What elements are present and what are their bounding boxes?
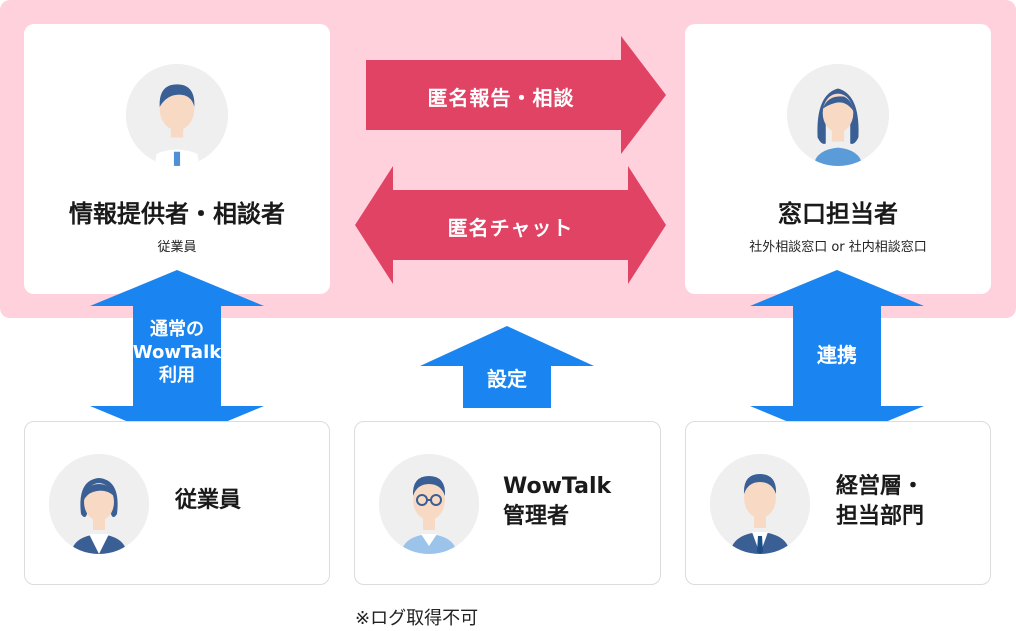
normal-use-arrow: 通常の WowTalk 利用 (90, 270, 264, 442)
employee-card: 従業員 (24, 421, 330, 585)
contact-person-title: 窓口担当者 (778, 200, 898, 228)
contact-person-subtitle: 社外相談窓口 or 社内相談窓口 (749, 240, 927, 255)
management-avatar-icon (710, 454, 810, 554)
admin-label-line1: WowTalk (503, 474, 612, 499)
employee-female-avatar-icon (49, 454, 149, 554)
settings-arrow: 設定 (420, 326, 594, 408)
anonymous-chat-label: 匿名チャット (447, 216, 574, 240)
contact-female-avatar-icon (787, 64, 889, 166)
info-provider-title: 情報提供者・相談者 (69, 200, 285, 228)
admin-card: WowTalk 管理者 (354, 421, 661, 585)
normal-use-label: 通常の WowTalk 利用 (90, 318, 264, 387)
normal-use-line1: 通常の (150, 319, 204, 340)
coordination-label: 連携 (817, 343, 857, 367)
info-provider-subtitle: 従業員 (157, 240, 197, 255)
admin-label-line2: 管理者 (503, 504, 570, 529)
admin-label: WowTalk 管理者 (503, 472, 611, 532)
anonymous-report-arrow: 匿名報告・相談 (366, 36, 666, 154)
employee-label: 従業員 (175, 488, 242, 513)
log-note: ※ログ取得不可 (355, 608, 479, 629)
management-label-line2: 担当部門 (836, 504, 925, 529)
normal-use-line2: WowTalk (132, 342, 222, 363)
normal-use-line3: 利用 (159, 365, 195, 386)
admin-avatar-icon (379, 454, 479, 554)
anonymous-chat-arrow: 匿名チャット (355, 166, 666, 284)
settings-label: 設定 (487, 367, 527, 391)
coordination-arrow: 連携 (750, 270, 924, 442)
employee-male-avatar-icon (126, 64, 228, 166)
info-provider-card: 情報提供者・相談者 従業員 (24, 24, 330, 294)
management-card: 経営層・ 担当部門 (685, 421, 991, 585)
contact-person-card: 窓口担当者 社外相談窓口 or 社内相談窓口 (685, 24, 991, 294)
anonymous-report-label: 匿名報告・相談 (427, 86, 575, 110)
management-label: 経営層・ 担当部門 (836, 472, 924, 532)
management-label-line1: 経営層・ (836, 474, 925, 499)
